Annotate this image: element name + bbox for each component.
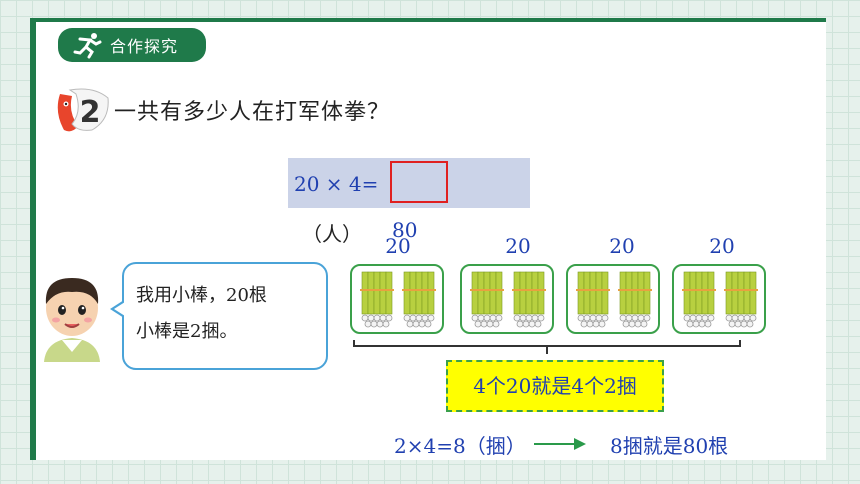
bundle-label: 20: [609, 234, 635, 258]
bundle-label: 20: [385, 234, 411, 258]
section-badge-label: 合作探究: [110, 37, 179, 56]
stick-bundle-icon: [512, 271, 546, 328]
grouping-brace: [353, 340, 741, 354]
result-statement: 4个20就是4个2捆: [446, 360, 664, 412]
equation-answer: 80: [392, 218, 418, 242]
question-number: 2: [80, 95, 101, 130]
stick-bundle-icon: [402, 271, 436, 328]
runner-icon: [73, 33, 102, 59]
stick-bundle-icon: [360, 271, 394, 328]
stick-bundle-group: [672, 264, 766, 334]
stick-bundle-icon: [682, 271, 716, 328]
boy-avatar: [44, 278, 100, 362]
stick-bundle-icon: [724, 271, 758, 328]
stick-bundle-group: [460, 264, 554, 334]
stick-bundle-group: [350, 264, 444, 334]
calc-expression: 2×4=8（捆）: [394, 434, 526, 458]
bundle-label: 20: [709, 234, 735, 258]
stick-bundle-icon: [618, 271, 652, 328]
stick-bundle-icon: [470, 271, 504, 328]
speech-bubble-tail-fill: [114, 302, 125, 316]
bundle-label: 20: [505, 234, 531, 258]
equation-unit: （人）: [302, 222, 362, 246]
equation-expression: 20 × 4=: [294, 172, 379, 196]
question-number-icon: 2: [57, 88, 109, 132]
equation-panel: [288, 158, 530, 208]
slide-frame: [30, 18, 826, 460]
answer-input-box[interactable]: [390, 161, 448, 203]
speech-line-2: 小棒是2捆。: [136, 321, 238, 342]
question-text: 一共有多少人在打军体拳？: [114, 100, 391, 125]
section-badge: 合作探究: [58, 28, 206, 62]
speech-line-1: 我用小棒，20根: [136, 285, 267, 306]
speech-bubble: 我用小棒，20根 小棒是2捆。: [122, 262, 328, 370]
calc-conclusion: 8捆就是80根: [610, 434, 729, 458]
stick-bundle-icon: [576, 271, 610, 328]
right-arrow-icon: [534, 438, 586, 450]
stick-bundle-group: [566, 264, 660, 334]
